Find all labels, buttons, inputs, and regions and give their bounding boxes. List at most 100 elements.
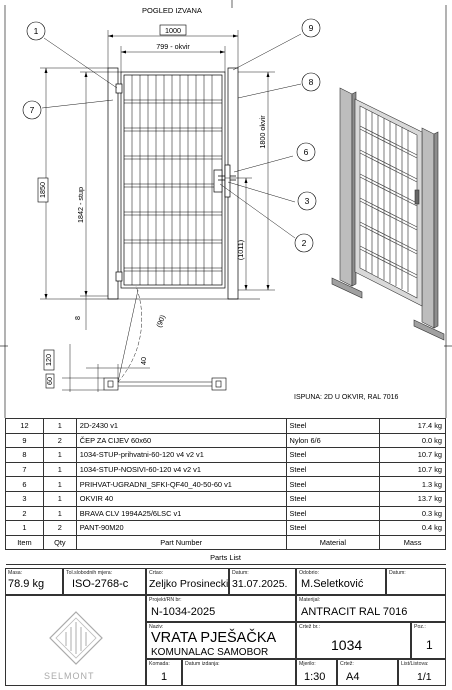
part-item: 2: [5, 505, 44, 522]
part-qty: 2: [42, 432, 77, 449]
name-cell: Naziv: VRATA PJEŠAČKA KOMUNALAC SAMOBOR: [146, 622, 296, 659]
technical-drawing: POGLED IZVANA: [0, 0, 452, 418]
logo-cell: SELMONT: [5, 595, 146, 686]
callout-3: 3: [305, 196, 310, 206]
header-material: Material: [285, 534, 381, 551]
part-number: BRAVA CLV 1994A25/6LSC v1: [75, 505, 287, 522]
date-value: 31.07.2025.: [232, 578, 288, 590]
quantity-cell: Komada: 1: [146, 659, 182, 686]
part-qty: 1: [42, 461, 77, 478]
part-material: Steel: [285, 447, 381, 463]
company-logo: [49, 611, 103, 665]
dim-overall-height: 1850: [38, 182, 47, 198]
part-item: 8: [5, 447, 44, 463]
material-value: ANTRACIT RAL 7016: [301, 606, 408, 618]
dim-post-height: 1842 - stup: [76, 187, 85, 223]
part-material: Steel: [285, 476, 381, 492]
title-block: Masa: 78.9 kg Tol.slobodnih mjera: ISO-2…: [5, 568, 446, 686]
sheet-cell: List/Listova: 1/1: [398, 659, 446, 686]
drawn-cell: Crtao: Zeljko Prosinecki: [146, 568, 229, 595]
front-view: [60, 67, 260, 300]
project-number: N-1034-2025: [151, 606, 216, 618]
dim-swing: (90): [154, 314, 167, 329]
dim-total-width: 1000: [165, 26, 181, 35]
part-item: 9: [5, 432, 44, 449]
callout-6: 6: [304, 147, 309, 157]
parts-list-caption: Parts List: [5, 549, 446, 565]
part-qty: 1: [42, 505, 77, 522]
drawn-by: Zeljko Prosinecki: [149, 578, 229, 590]
date2-cell: Datum:: [386, 568, 446, 595]
part-material: Steel: [285, 461, 381, 478]
part-mass: 1.3 kg: [379, 476, 446, 492]
sheet-format-cell: Crtež: A4: [337, 659, 398, 686]
part-material: Nylon 6/6: [285, 432, 381, 449]
sheet-value: 1/1: [417, 671, 432, 683]
plan-view: [62, 285, 227, 392]
logo-text: SELMONT: [44, 671, 95, 681]
part-item: 6: [5, 476, 44, 492]
scale-value: 1:30: [304, 671, 326, 683]
drawing-number: 1034: [331, 637, 363, 653]
part-qty: 1: [42, 418, 77, 434]
part-material: Steel: [285, 418, 381, 434]
part-qty: 1: [42, 447, 77, 463]
part-material: Steel: [285, 520, 381, 536]
dim-frame-height: 1800 okvir: [258, 115, 267, 149]
part-mass: 10.7 kg: [379, 461, 446, 478]
part-number: 2D-2430 v1: [75, 418, 287, 434]
scale-cell: Mjerilo: 1:30: [296, 659, 337, 686]
parts-header-row: Item Qty Part Number Material Mass: [5, 534, 446, 551]
quantity-value: 1: [161, 671, 168, 683]
part-item: 12: [5, 418, 44, 434]
drawing-number-cell: Crtež br.: 1034: [296, 622, 411, 659]
header-part-number: Part Number: [75, 534, 287, 551]
part-number: OKVIR 40: [75, 490, 287, 507]
tolerance-cell: Tol.slobodnih mjera: ISO-2768-c: [63, 568, 146, 595]
part-number: PANT-90M20: [75, 520, 287, 536]
project-cell: Projekt/RN br: N-1034-2025: [146, 595, 296, 622]
issue-date-cell: Datum izdanja:: [182, 659, 296, 686]
dim-bottom-gap: 8: [73, 316, 82, 320]
header-mass: Mass: [379, 534, 446, 551]
header-qty: Qty: [42, 534, 77, 551]
drawing-title: VRATA PJEŠAČKA: [151, 630, 277, 646]
header-item: Item: [5, 534, 44, 551]
part-number: 1034-STUP-prihvatni-60-120 v4 v2 v1: [75, 447, 287, 463]
callout-1: 1: [34, 26, 39, 36]
mass-value: 78.9 kg: [8, 578, 45, 590]
part-item: 3: [5, 490, 44, 507]
part-qty: 1: [42, 490, 77, 507]
callout-8: 8: [309, 77, 314, 87]
approved-by: M.Seletković: [301, 578, 364, 590]
dim-40: 40: [139, 357, 148, 365]
part-mass: 17.4 kg: [379, 418, 446, 434]
part-material: Steel: [285, 490, 381, 507]
position-cell: Poz.: 1: [411, 622, 446, 659]
view-title: POGLED IZVANA: [142, 6, 202, 15]
callout-leaders: [41, 33, 302, 239]
part-mass: 13.7 kg: [379, 490, 446, 507]
callout-9: 9: [309, 23, 314, 33]
dim-handle-height: (1011): [236, 240, 245, 260]
dim-post-120: 120: [44, 354, 53, 366]
tolerance-value: ISO-2768-c: [72, 578, 129, 590]
part-qty: 2: [42, 520, 77, 536]
part-mass: 0.3 kg: [379, 505, 446, 522]
callout-7: 7: [30, 105, 35, 115]
mass-cell: Masa: 78.9 kg: [5, 568, 63, 595]
part-mass: 10.7 kg: [379, 447, 446, 463]
infill-note: ISPUNA: 2D U OKVIR, RAL 7016: [294, 394, 398, 401]
sheet-format: A4: [346, 671, 360, 683]
isometric-view: [331, 87, 445, 341]
